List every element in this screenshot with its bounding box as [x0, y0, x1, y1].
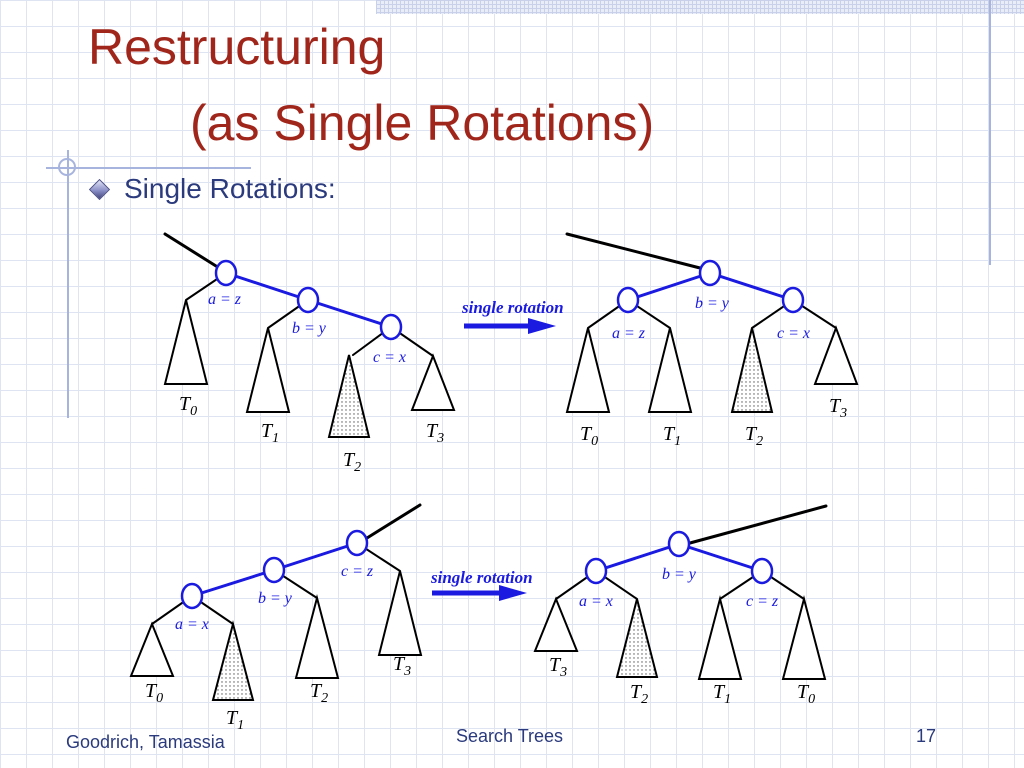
bl-node-a: [180, 582, 204, 610]
tl-node-b: [296, 286, 320, 314]
br-edge-b-c: [677, 542, 764, 573]
tl-subtree-T3: [410, 353, 456, 411]
br-subtree-T1: [697, 595, 743, 680]
tr-T1-label: T1: [663, 423, 681, 449]
tl-label-a: a = z: [208, 291, 242, 308]
tr-node-b: [698, 259, 722, 287]
bl-T0-label: T0: [145, 680, 163, 706]
bl-T1-label: T1: [226, 707, 244, 733]
br-label-a: a = x: [579, 593, 613, 610]
tr-edge-b-c: [708, 271, 795, 302]
tl-node-a: [214, 259, 238, 287]
br-parent-edge: [688, 504, 828, 545]
top-rotation-arrow-shaft: [464, 323, 530, 329]
tl-node-c: [379, 313, 403, 341]
tl-subtree-T1: [245, 327, 291, 413]
tr-T3-label: T3: [829, 395, 847, 421]
slide-title-line2: (as Single Rotations): [190, 95, 655, 151]
tr-subtree-T0: [565, 327, 611, 413]
tr-label-a: a = z: [612, 325, 646, 342]
slide-title-line1: Restructuring: [88, 19, 386, 75]
tr-label-b: b = y: [695, 295, 730, 312]
bl-node-b: [262, 556, 286, 584]
tl-T2-label: T2: [343, 449, 361, 475]
top-rotation-arrow-head: [528, 318, 556, 334]
br-T2-label: T2: [630, 681, 648, 707]
bl-label-c: c = z: [341, 563, 374, 580]
br-subtree-T0: [781, 595, 827, 680]
tr-T2-label: T2: [745, 423, 763, 449]
tl-T0-label: T0: [179, 393, 197, 419]
footer-topic: Search Trees: [456, 726, 564, 746]
bottom-rotation-arrow-shaft: [432, 590, 501, 596]
tl-parent-edge: [163, 232, 218, 268]
decor-line-left: [67, 150, 69, 418]
bl-edge-b-a: [190, 568, 276, 598]
bl-edge-c-b: [272, 541, 359, 572]
br-T1-label: T1: [713, 681, 731, 707]
tl-edge-a-b: [224, 271, 310, 302]
tr-parent-edge: [565, 232, 702, 270]
bullet-text: Single Rotations:: [124, 173, 336, 204]
tl-edge-b-c: [306, 298, 393, 329]
br-edge-b-a: [594, 542, 681, 573]
br-T0-label: T0: [797, 681, 815, 707]
br-subtree-T3: [533, 596, 579, 652]
bl-parent-edge: [365, 503, 422, 540]
tr-subtree-T2: [730, 327, 774, 413]
br-label-c: c = z: [746, 593, 779, 610]
tl-subtree-T0: [163, 299, 209, 385]
decor-line-right: [989, 0, 991, 265]
tl-subtree-T2: [327, 354, 371, 438]
top-band: [376, 0, 1024, 14]
br-label-b: b = y: [662, 566, 697, 583]
top-rotation-arrow-label: single rotation: [461, 298, 564, 317]
br-subtree-T2: [615, 598, 659, 678]
bl-subtree-T0: [129, 621, 175, 677]
tr-node-c: [781, 286, 805, 314]
br-node-b: [667, 530, 691, 558]
page-number: 17: [916, 726, 937, 746]
decor-line-horizontal: [46, 167, 251, 169]
bottom-rotation-arrow-head: [499, 585, 527, 601]
bl-subtree-T1: [211, 620, 255, 701]
bl-T3-label: T3: [393, 653, 411, 679]
bl-subtree-T2: [294, 594, 340, 679]
tl-T3-label: T3: [426, 420, 444, 446]
br-node-a: [584, 557, 608, 585]
tr-edge-b-a: [626, 271, 712, 302]
tr-T0-label: T0: [580, 423, 598, 449]
br-node-c: [750, 557, 774, 585]
decor-ring: [58, 158, 76, 176]
bl-label-b: b = y: [258, 590, 293, 607]
tr-subtree-T1: [647, 327, 693, 413]
tr-node-a: [616, 286, 640, 314]
tl-label-b: b = y: [292, 320, 327, 337]
footer-authors: Goodrich, Tamassia: [66, 732, 225, 752]
bottom-rotation-arrow-label: single rotation: [430, 568, 533, 587]
bl-subtree-T3: [377, 570, 423, 656]
bl-label-a: a = x: [175, 616, 209, 633]
tr-subtree-T3: [813, 325, 859, 385]
tl-label-c: c = x: [373, 349, 406, 366]
tl-T1-label: T1: [261, 420, 279, 446]
br-T3-label: T3: [549, 654, 567, 680]
bl-T2-label: T2: [310, 680, 328, 706]
tr-label-c: c = x: [777, 325, 810, 342]
bl-node-c: [345, 529, 369, 557]
